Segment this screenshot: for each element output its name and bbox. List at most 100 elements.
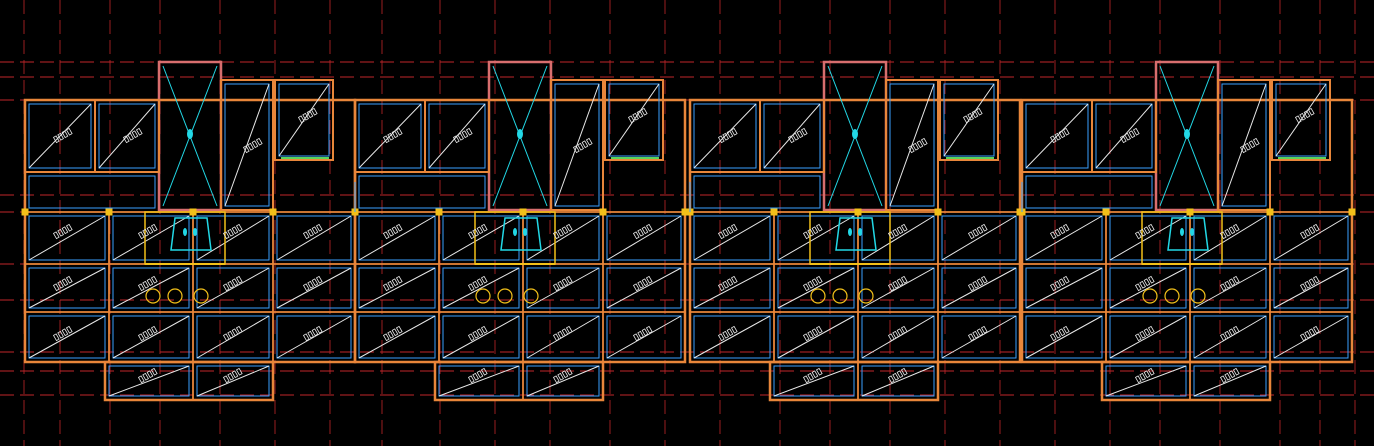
slab-diagonal (1275, 83, 1327, 157)
slab-diagonal (1273, 215, 1349, 261)
slab-diagonal (606, 215, 682, 261)
stair-marker (187, 129, 193, 139)
slab-diagonal (941, 315, 1017, 359)
slab-label-glyph (1299, 112, 1306, 121)
slab-label-glyph (222, 231, 230, 240)
slab-label-glyph (235, 223, 243, 232)
slab-label-glyph (1134, 231, 1142, 240)
slab-diagonal (693, 315, 771, 359)
slab-label-glyph (137, 333, 145, 342)
slab-label-glyph (1219, 231, 1227, 240)
slab-diagonal (763, 103, 821, 169)
slab-diagonal (861, 365, 935, 397)
slab-label-glyph (1232, 367, 1240, 376)
slab-diagonal (526, 365, 600, 397)
slab-label-glyph (231, 226, 239, 235)
room-outline (1193, 315, 1267, 359)
slab-label-mark (552, 223, 573, 240)
building-unit-3 (686, 60, 1024, 402)
slab-label-glyph (565, 367, 573, 376)
room-outline (693, 315, 771, 359)
slab-label-glyph (150, 223, 158, 232)
slab-label-glyph (802, 283, 810, 292)
slab-label-glyph (811, 328, 819, 337)
elevator-marker (858, 228, 862, 236)
slab-diagonal (1193, 365, 1267, 397)
room-outline (1193, 365, 1267, 397)
slab-label-mark (627, 107, 648, 124)
slab-label-glyph (1308, 226, 1316, 235)
slab-label-glyph (972, 280, 979, 289)
slab-label-glyph (227, 280, 234, 289)
slab-label-glyph (1124, 132, 1131, 141)
slab-label-glyph (807, 228, 814, 237)
slab-diagonal (693, 267, 771, 309)
slab-diagonal (358, 103, 422, 169)
slab-label-glyph (1147, 325, 1155, 334)
stair-marker (517, 129, 523, 139)
slab-label-glyph (135, 127, 143, 136)
slab-label-glyph (637, 228, 644, 237)
slab-label-glyph (57, 280, 64, 289)
slab-label-glyph (61, 278, 69, 287)
slab-label-glyph (1134, 283, 1142, 292)
slab-label-glyph (1132, 127, 1140, 136)
slab-label-glyph (1139, 330, 1146, 339)
building-unit-1 (21, 60, 359, 402)
column-marker (1164, 288, 1180, 304)
slab-label-glyph (391, 278, 399, 287)
slab-label-glyph (382, 333, 390, 342)
slab-label-glyph (565, 325, 573, 334)
slab-diagonal (112, 215, 190, 261)
slab-label-glyph (1143, 226, 1151, 235)
slab-label-glyph (57, 330, 64, 339)
room-outline (358, 315, 436, 359)
slab-label-glyph (137, 375, 145, 384)
slab-label-glyph (920, 137, 928, 146)
slab-label-glyph (572, 145, 580, 154)
column-marker (1142, 288, 1158, 304)
building-unit-4 (1018, 60, 1356, 402)
slab-label-glyph (1248, 140, 1256, 149)
room-outline (358, 103, 422, 169)
slab-label-glyph (637, 280, 644, 289)
slab-label-mark (302, 325, 323, 342)
column (1348, 208, 1356, 216)
slab-label-glyph (1303, 110, 1311, 119)
room-outline (861, 315, 935, 359)
room-outline (224, 83, 270, 207)
column-marker (810, 288, 826, 304)
slab-label-glyph (1054, 228, 1061, 237)
room-outline (526, 215, 600, 261)
balcony-wall (1271, 79, 1331, 161)
slab-label-glyph (971, 110, 979, 119)
slab-label-glyph (235, 325, 243, 334)
slab-label-mark (297, 107, 318, 124)
slab-label-glyph (972, 330, 979, 339)
room-outline (196, 215, 270, 261)
slab-diagonal (606, 267, 682, 309)
slab-label-glyph (1134, 333, 1142, 342)
slab-label-glyph (231, 278, 239, 287)
slab-label-glyph (641, 226, 649, 235)
slab-diagonal (442, 215, 520, 261)
slab-label-mark (802, 367, 823, 384)
slab-label-glyph (796, 130, 804, 139)
slab-label-glyph (627, 115, 635, 124)
slab-label-mark (1134, 367, 1155, 384)
slab-label-glyph (1139, 280, 1146, 289)
balcony-wall (274, 79, 334, 161)
slab-label-glyph (900, 223, 908, 232)
slab-label-glyph (52, 283, 60, 292)
slab-diagonal (554, 83, 600, 207)
slab-label-glyph (1312, 223, 1320, 232)
elevator-outline (835, 217, 877, 251)
slab-label-glyph (552, 333, 560, 342)
slab-label-glyph (722, 228, 729, 237)
slab-label-glyph (1232, 275, 1240, 284)
slab-label-glyph (142, 372, 149, 381)
slab-label-glyph (227, 372, 234, 381)
room-outline (28, 175, 156, 209)
slab-label-glyph (896, 226, 904, 235)
slab-label-glyph (395, 275, 403, 284)
